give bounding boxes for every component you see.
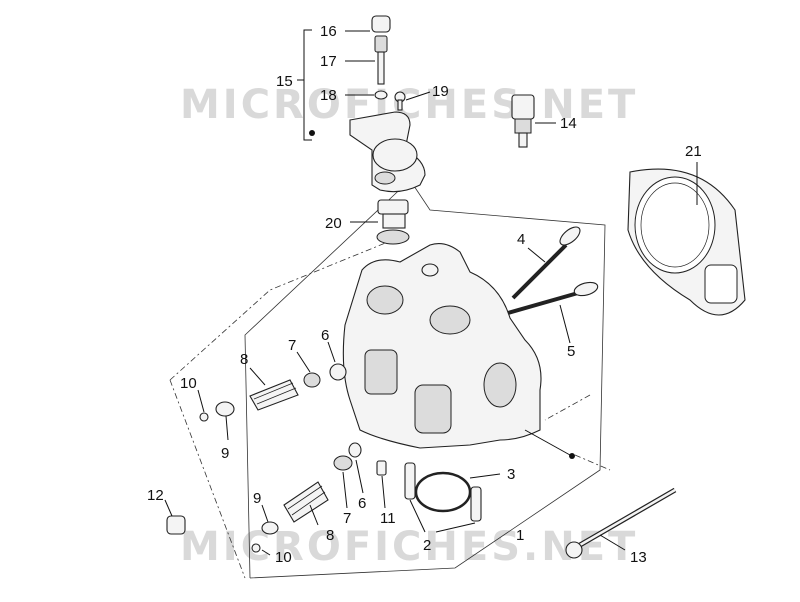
callout-16: 16 (320, 23, 337, 40)
callout-10b: 10 (275, 549, 292, 566)
callout-15: 15 (276, 73, 293, 90)
part-17-pin (345, 35, 388, 85)
part-4-valve (511, 226, 581, 300)
callout-9a: 9 (221, 445, 229, 462)
part-5-valve (507, 281, 599, 344)
part-18-washer (345, 90, 388, 100)
part-10b-cotter (251, 543, 261, 553)
callout-19: 19 (432, 83, 449, 100)
bullet-15 (309, 130, 315, 136)
part-13-bolt (565, 487, 677, 559)
callout-4: 4 (517, 231, 525, 248)
part-9b-retainer (261, 521, 279, 535)
callout-13: 13 (630, 549, 647, 566)
part-6b-seat (348, 442, 362, 458)
part-8b-spring (283, 481, 329, 523)
callout-20: 20 (325, 215, 342, 232)
part-12-plug (164, 499, 186, 535)
part-10a-cotter (199, 412, 209, 422)
part-16-cap (345, 15, 391, 33)
callout-6b: 6 (358, 495, 366, 512)
part-11-stud (376, 460, 387, 509)
part-8a-spring (249, 379, 299, 411)
callout-6a: 6 (321, 327, 329, 344)
part-7a-seal (303, 372, 321, 388)
callout-8b: 8 (326, 527, 334, 544)
part-9a-retainer (215, 401, 235, 417)
callout-8a: 8 (240, 351, 248, 368)
callout-5: 5 (567, 343, 575, 360)
lower-valve-stack (251, 442, 364, 556)
part-3-oring (414, 471, 501, 513)
upper-valve-stack (197, 341, 347, 441)
callout-7b: 7 (343, 510, 351, 527)
part-20-thermostat (350, 199, 410, 245)
part-21-head-gasket (627, 162, 746, 316)
callout-9b: 9 (253, 490, 261, 507)
assembly-frame (169, 179, 611, 579)
thermostat-housing (349, 111, 426, 193)
callout-11: 11 (380, 510, 396, 527)
bullet-1 (569, 453, 575, 459)
callout-14: 14 (560, 115, 577, 132)
callout-3: 3 (507, 466, 515, 483)
callout-21: 21 (685, 143, 702, 160)
part-2-dowels (404, 462, 482, 533)
part-19-screw (394, 91, 431, 111)
callout-12: 12 (147, 487, 164, 504)
callout-18: 18 (320, 87, 337, 104)
part-6a-seat (329, 363, 347, 381)
callout-7a: 7 (288, 337, 296, 354)
callout-1: 1 (516, 527, 524, 544)
callout-17: 17 (320, 53, 337, 70)
part-7b-seal (333, 455, 353, 471)
callout-2: 2 (423, 537, 431, 554)
part-1-cylinder-head (342, 243, 575, 459)
bracket-15 (297, 29, 315, 141)
part-14-temp-sensor (511, 94, 556, 148)
callout-labels: 16 17 15 18 19 14 21 20 4 5 8 7 6 10 9 3… (147, 23, 702, 566)
callout-10a: 10 (180, 375, 197, 392)
